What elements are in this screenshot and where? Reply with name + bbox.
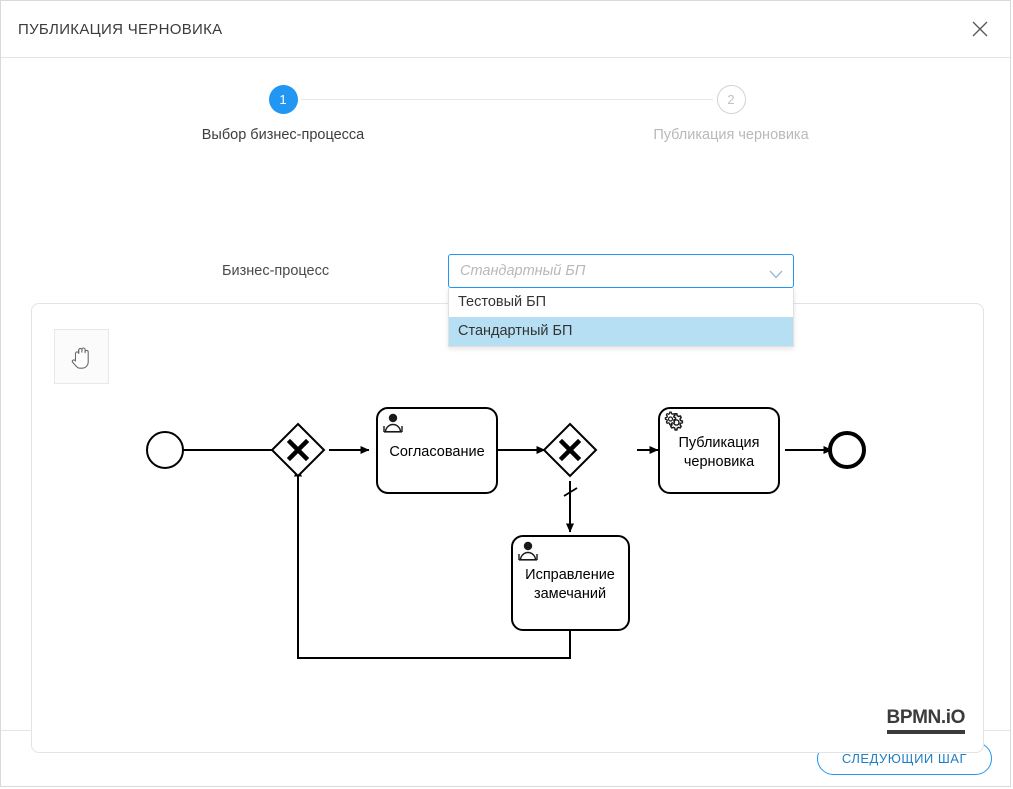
select-option-0[interactable]: Тестовый БП [458,294,547,310]
close-button[interactable] [964,13,996,45]
bpmn-end-event [828,431,866,469]
dialog-body: 1 Выбор бизнес-процесса 2 Публикация чер… [1,58,1010,753]
bpmn-task-soglasovanie: Согласование [376,407,498,494]
stepper-step-2-label: Публикация черновика [653,127,809,143]
bpmn-start-event [146,431,184,469]
user-task-icon [383,413,403,433]
stepper-step-1-badge: 1 [268,85,298,114]
bpmn-task-ispravlenie: Исправление замечаний [511,535,630,631]
chevron-down-icon [769,266,783,284]
page-title: ПУБЛИКАЦИЯ ЧЕРНОВИКА [18,20,223,38]
stepper-connector-line [301,99,713,100]
close-icon [972,21,988,37]
business-process-select[interactable]: Стандартный БП [448,254,794,288]
stepper-step-2[interactable]: 2 Публикация черновика [636,85,826,145]
hand-tool-button[interactable] [54,329,109,384]
bpmn-gateway-1 [270,422,326,478]
bpmn-task-label-line2: черновика [684,454,755,470]
business-process-select-placeholder: Стандартный БП [460,263,586,279]
business-process-field-row: Бизнес-процесс Стандартный БП Тестовый Б… [1,254,1010,347]
bpmn-task-label-line1: Публикация [678,435,759,451]
bpmn-gateway-2 [542,422,598,478]
hand-tool-icon [71,347,89,369]
stepper-step-1[interactable]: 1 Выбор бизнес-процесса [188,85,378,145]
service-task-icon [664,411,684,431]
dialog-header: ПУБЛИКАЦИЯ ЧЕРНОВИКА [1,1,1010,58]
bpmn-task-label-line2: замечаний [534,586,606,602]
user-task-icon [518,541,538,561]
bpmn-task-publication: Публикация черновика [658,407,780,494]
bpmn-task-label-line1: Исправление [525,567,615,583]
business-process-select-menu: Тестовый БП Стандартный БП [448,288,794,347]
stepper-step-1-label: Выбор бизнес-процесса [201,127,365,143]
business-process-select-wrapper: Стандартный БП Тестовый БП Стандартный Б… [448,254,794,347]
bpmn-canvas-panel[interactable]: Согласование Публикация [31,303,984,753]
bpmn-task-label: Согласование [389,444,484,460]
select-option-1[interactable]: Стандартный БП [449,317,793,346]
business-process-label: Бизнес-процесс [222,263,330,279]
flow-task3-gw1 [294,467,571,659]
bpmn-io-watermark: BPMN.iO [886,708,965,734]
stepper: 1 Выбор бизнес-процесса 2 Публикация чер… [1,85,1010,195]
bpmn-diagram: Согласование Публикация [146,407,866,659]
default-flow-marker [563,487,578,497]
stepper-step-2-badge: 2 [716,85,746,114]
